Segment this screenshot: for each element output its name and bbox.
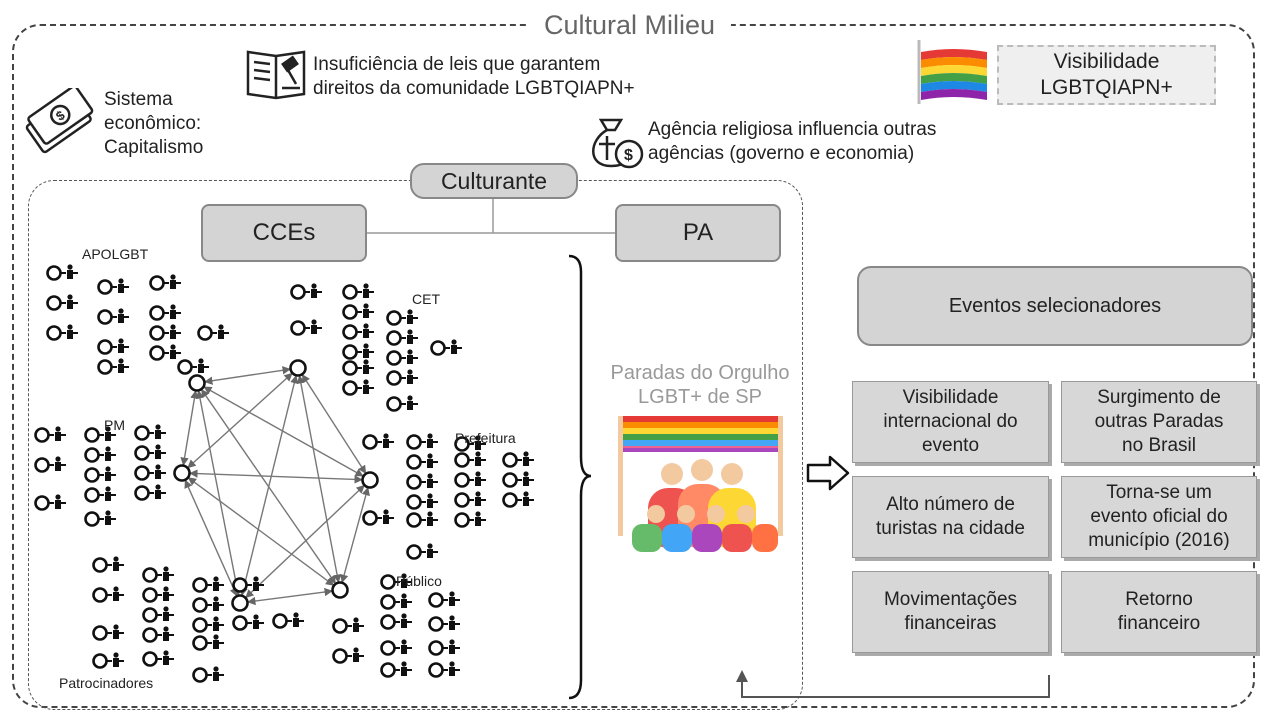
cultural-milieu-title: Cultural Milieu (528, 8, 732, 42)
event-line: Alto número de (886, 494, 1015, 515)
paradas-title-line: Paradas do Orgulho (610, 362, 790, 384)
interlock-arrow (247, 587, 333, 606)
eventos-selecionadores-title: Eventos selecionadores (857, 266, 1253, 346)
event-line: financeiro (1117, 613, 1201, 634)
paradas-title-line: LGBT+ de SP (638, 386, 762, 408)
event-line: evento (921, 435, 980, 456)
right-arrow-icon (806, 455, 850, 491)
event-line: Retorno (1125, 589, 1193, 610)
religion-note: Agência religiosa influencia outras agên… (648, 118, 936, 166)
religion-money-bag-icon: $ (592, 118, 644, 169)
capitalism-line: Sistema (104, 89, 173, 110)
religion-line: Agência religiosa influencia outras (648, 119, 937, 140)
event-box-visibilidade: Visibilidade internacional do evento (852, 381, 1049, 463)
event-line: Torna-se um (1106, 482, 1212, 503)
culturante-label: Culturante (410, 163, 578, 199)
capitalism-line: econômico: (104, 113, 202, 134)
group-label-cet: CET (412, 291, 440, 307)
event-box-evento-oficial: Torna-se um evento oficial do município … (1061, 476, 1257, 558)
group-label-prefeitura: Prefeitura (455, 430, 516, 446)
brace-icon (568, 254, 592, 700)
visibility-line: LGBTQIAPN+ (1040, 76, 1173, 99)
event-box-turistas: Alto número de turistas na cidade (852, 476, 1049, 558)
laws-line: Insuficiência de leis que garantem (313, 54, 601, 75)
event-line: internacional do (883, 411, 1018, 432)
interlock-arrow (340, 486, 370, 584)
event-line: no Brasil (1122, 435, 1196, 456)
capitalism-note: Sistema econômico: Capitalismo (104, 88, 203, 160)
cces-box: CCEs (201, 204, 367, 262)
capitalism-line: Capitalismo (104, 137, 204, 158)
svg-text:$: $ (624, 147, 633, 164)
group-label-apolgbt: APOLGBT (82, 246, 149, 262)
visibility-box: Visibilidade LGBTQIAPN+ (997, 45, 1216, 105)
parade-crowd-icon (618, 416, 783, 552)
laws-line: direitos da comunidade LGBTQIAPN+ (313, 78, 635, 99)
pa-box: PA (615, 204, 781, 262)
group-label-publico: Público (396, 573, 442, 589)
visibility-line: Visibilidade (1053, 50, 1160, 73)
event-line: turistas na cidade (876, 518, 1025, 539)
event-box-surgimento: Surgimento de outras Paradas no Brasil (1061, 381, 1257, 463)
hub-node (289, 359, 307, 377)
hub-node (188, 374, 206, 392)
paradas-title: Paradas do Orgulho LGBT+ de SP (600, 361, 800, 409)
event-line: evento oficial do (1090, 506, 1228, 527)
hub-node (173, 464, 191, 482)
group-label-patrocinadores: Patrocinadores (59, 675, 154, 691)
event-line: financeiras (904, 613, 997, 634)
event-line: Surgimento de (1097, 387, 1221, 408)
religion-line: agências (governo e economia) (648, 143, 915, 164)
hub-node (231, 594, 249, 612)
money-icon: $ (25, 88, 94, 154)
law-book-icon (246, 50, 306, 100)
event-line: município (2016) (1088, 530, 1230, 551)
rainbow-flag-icon (917, 40, 987, 104)
laws-note: Insuficiência de leis que garantem direi… (313, 53, 635, 101)
event-line: Visibilidade (902, 387, 999, 408)
hub-node (331, 581, 349, 599)
event-box-retorno: Retorno financeiro (1061, 571, 1257, 653)
group-label-pm: PM (104, 417, 125, 433)
event-line: Movimentações (883, 589, 1018, 610)
event-box-movimentacoes: Movimentações financeiras (852, 571, 1049, 653)
event-line: outras Paradas (1094, 411, 1224, 432)
hub-node (361, 471, 379, 489)
